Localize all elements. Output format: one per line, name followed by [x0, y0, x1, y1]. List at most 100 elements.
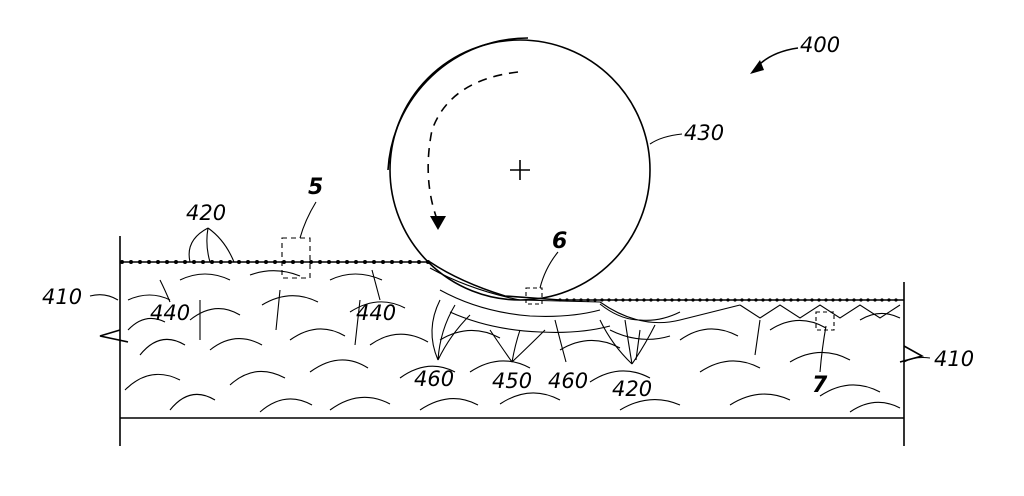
surface-particle [796, 298, 800, 302]
surface-particle [264, 260, 268, 264]
surface-particle [691, 298, 695, 302]
surface-particle [810, 298, 814, 302]
surface-particle [824, 298, 828, 302]
surface-particle [165, 260, 169, 264]
surface-particle [291, 260, 295, 264]
surface-particle [363, 260, 367, 264]
surface-particle [210, 260, 214, 264]
surface-particle [417, 260, 421, 264]
label-detail-7: 7 [812, 373, 828, 398]
surface-particle [147, 260, 151, 264]
surface-particle [318, 260, 322, 264]
surface-particle [129, 260, 133, 264]
detail-box-6 [525, 287, 543, 305]
surface-particle [282, 260, 286, 264]
surface-particle [273, 260, 277, 264]
label-substrate-left: 410 [42, 285, 82, 309]
surface-particle [649, 298, 653, 302]
surface-particle [852, 298, 856, 302]
surface-particle [775, 298, 779, 302]
label-region-b: 460 [548, 369, 588, 393]
surface-particle [845, 298, 849, 302]
surface-particle [740, 298, 744, 302]
surface-particle [183, 260, 187, 264]
surface-particle [408, 260, 412, 264]
label-particles-top: 420 [186, 201, 226, 225]
rotation-arrow-icon [430, 216, 446, 230]
surface-particle [228, 260, 232, 264]
surface-particle [246, 260, 250, 264]
substrate-block [99, 236, 925, 446]
surface-particle [336, 260, 340, 264]
leader-lines [89, 133, 931, 373]
surface-particle [381, 260, 385, 264]
surface-particle [327, 260, 331, 264]
surface-particle [712, 298, 716, 302]
surface-particle [586, 298, 590, 302]
detail-boxes [281, 237, 835, 331]
surface-particle [726, 298, 730, 302]
surface-particle [817, 298, 821, 302]
surface-particle [663, 298, 667, 302]
surface-particle [698, 298, 702, 302]
surface-particle [859, 298, 863, 302]
detail-box-5 [281, 237, 311, 279]
grain-structure [124, 270, 901, 413]
surface-particle [831, 298, 835, 302]
surface-particle [705, 298, 709, 302]
detail-box-7 [815, 311, 835, 331]
surface-particle [880, 298, 884, 302]
surface-particle [670, 298, 674, 302]
surface-particles-right [558, 298, 898, 302]
surface-particle [621, 298, 625, 302]
label-roller: 430 [684, 121, 724, 145]
label-grain-b: 440 [356, 301, 396, 325]
surface-particle [894, 298, 898, 302]
surface-particle [719, 298, 723, 302]
figure-arrow-icon [750, 60, 764, 74]
surface-particle [789, 298, 793, 302]
surface-particle [782, 298, 786, 302]
surface-particle [733, 298, 737, 302]
surface-particle [600, 298, 604, 302]
surface-particle [684, 298, 688, 302]
surface-particle [192, 260, 196, 264]
surface-particle [255, 260, 259, 264]
surface-particle [156, 260, 160, 264]
surface-particle [614, 298, 618, 302]
label-region-mid: 450 [492, 369, 532, 393]
surface-particle [642, 298, 646, 302]
surface-particle [656, 298, 660, 302]
label-detail-6: 6 [552, 229, 567, 254]
surface-particle [873, 298, 877, 302]
surface-particle [219, 260, 223, 264]
figure-number: 400 [800, 33, 840, 57]
surface-particle [138, 260, 142, 264]
surface-particle [345, 260, 349, 264]
surface-particle [390, 260, 394, 264]
surface-particle [635, 298, 639, 302]
roller [387, 37, 651, 301]
surface-particle [768, 298, 772, 302]
label-substrate-right: 410 [934, 347, 974, 371]
surface-particles-left [120, 260, 430, 264]
label-detail-5: 5 [308, 175, 323, 200]
surface-particle [887, 298, 891, 302]
surface-particle [120, 260, 124, 264]
surface-particle [309, 260, 313, 264]
surface-particle [354, 260, 358, 264]
compacted-zone [429, 267, 901, 340]
surface-particle [593, 298, 597, 302]
surface-particle [747, 298, 751, 302]
surface-particle [677, 298, 681, 302]
surface-particle [201, 260, 205, 264]
figure-ref: 400 [750, 33, 840, 74]
surface-particle [838, 298, 842, 302]
surface-particle [579, 298, 583, 302]
surface-particle [628, 298, 632, 302]
surface-particle [399, 260, 403, 264]
label-particles-bottom: 420 [612, 377, 652, 401]
reference-labels: 430 410 410 420 420 440 440 460 460 450 … [42, 121, 974, 401]
surface-particle [866, 298, 870, 302]
